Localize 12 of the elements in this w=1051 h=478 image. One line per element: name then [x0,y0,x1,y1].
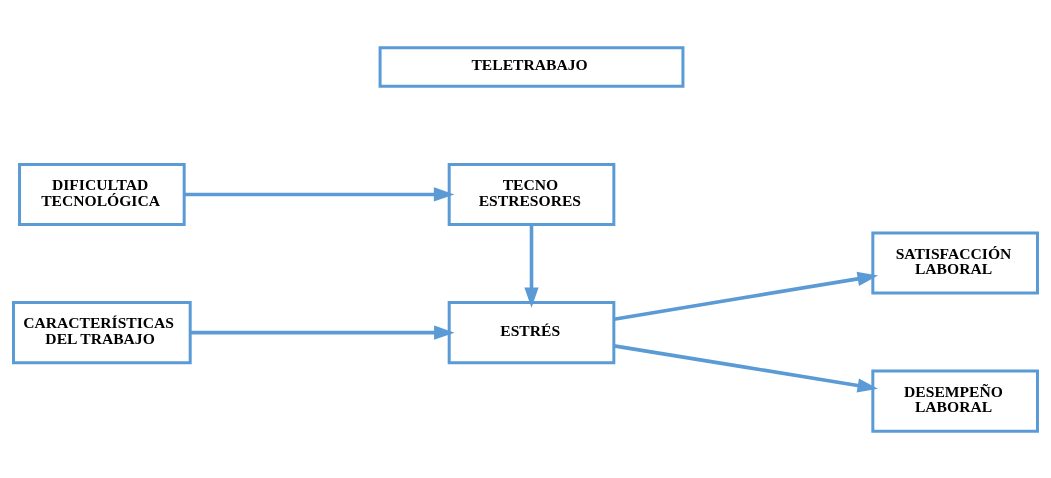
node-box: TELETRABAJO [378,45,685,88]
arrow [613,271,879,321]
arrow [190,324,455,340]
node-box: DIFICULTAD TECNOLÓGICA [18,162,186,226]
arrow [524,224,539,308]
node-box: CARACTERÍSTICAS DEL TRABAJO [12,300,192,364]
node-box: TECNO ESTRESORES [447,162,616,226]
arrow [613,343,879,393]
arrow [184,186,455,202]
node-box: SATISFACCIÓN LABORAL [871,230,1039,294]
node-box: ESTRÉS [447,300,616,364]
node-box: DESEMPEÑO LABORAL [871,369,1039,433]
